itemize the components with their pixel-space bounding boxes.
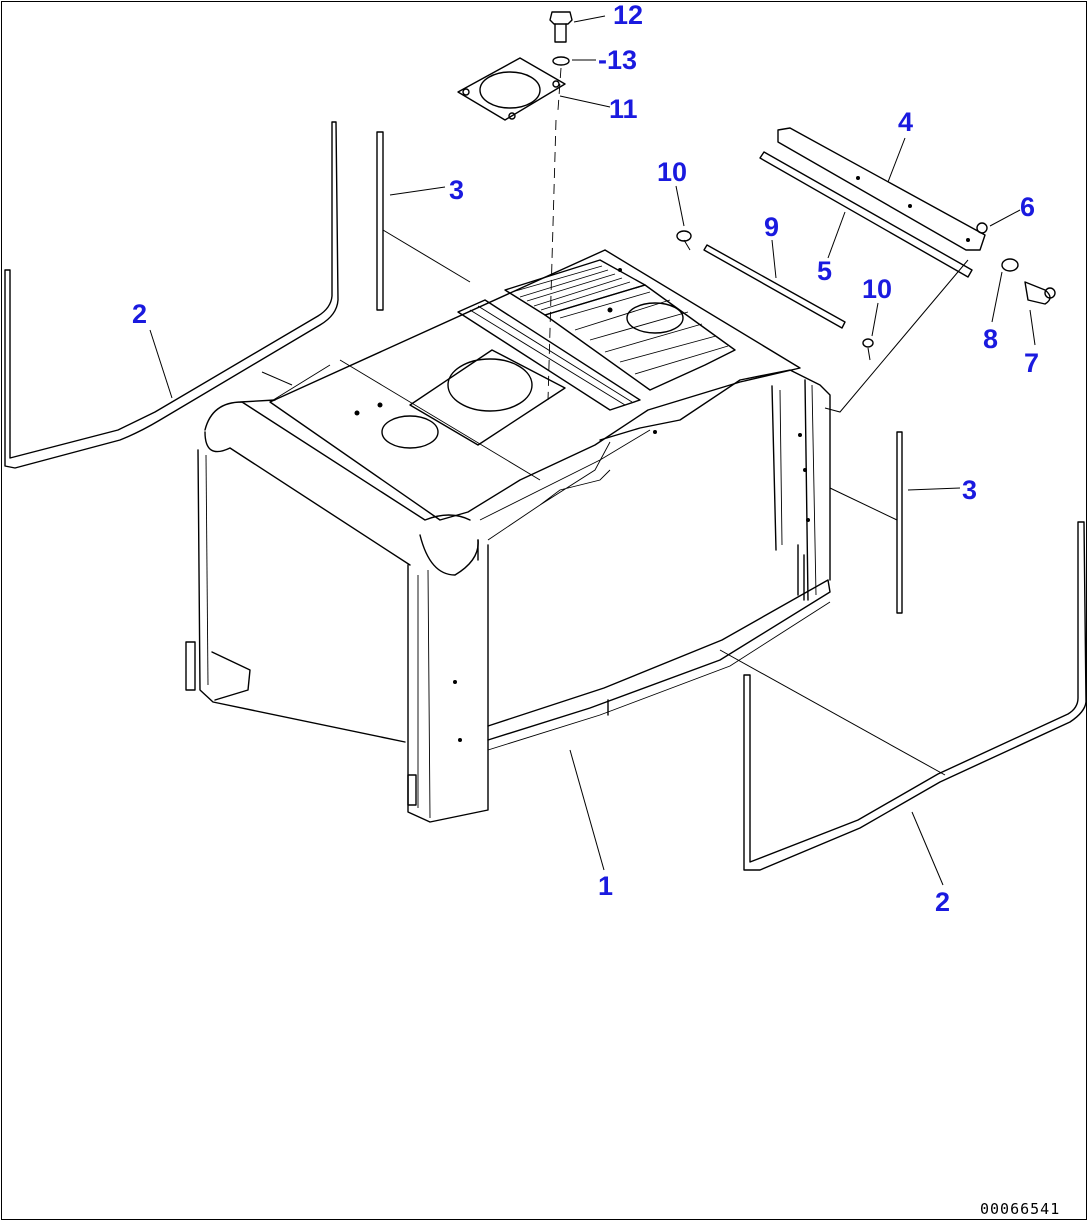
assembly-lines [261,67,969,776]
part-10-clip-b [862,338,874,348]
drawing-number: 00066541 [980,1200,1060,1218]
part-3-strip-right [896,431,903,614]
part-1-hood-cover [185,249,831,823]
part-6-nut [976,222,988,234]
callout-11: 11 [609,94,638,124]
part-11-plate [457,57,566,121]
callout-10-mid: 10 [862,274,892,304]
callout-1: 1 [598,871,613,901]
part-8-washer [1001,258,1019,272]
callout-4: 4 [898,107,913,137]
part-7-bolt [1024,281,1056,305]
callout-3-left: 3 [449,175,464,205]
callout-2-right: 2 [935,887,950,917]
callout-6: 6 [1020,192,1035,222]
callout-3-right: 3 [962,475,977,505]
part-4-bracket [777,127,986,251]
part-3-strip-left [376,131,384,311]
part-5-rod [759,151,973,278]
callout-12: 12 [613,0,643,30]
callout-5: 5 [817,256,832,286]
callout-10-top: 10 [657,157,687,187]
part-9-strip [703,244,846,329]
part-2-seal-right [743,521,1087,871]
callout-2-left: 2 [132,299,147,329]
part-2-seal-left [4,121,339,469]
callout-13: -13 [598,45,637,75]
part-13-washer [552,56,570,66]
part-10-clip-a [676,230,692,242]
callout-9: 9 [764,212,779,242]
callout-labels: 12 -13 11 4 10 6 3 9 5 10 2 8 7 3 1 2 [132,0,1039,917]
callout-7: 7 [1024,348,1039,378]
part-12-bolt [549,11,573,43]
callout-8: 8 [983,324,998,354]
callout-leaders [149,15,1036,886]
